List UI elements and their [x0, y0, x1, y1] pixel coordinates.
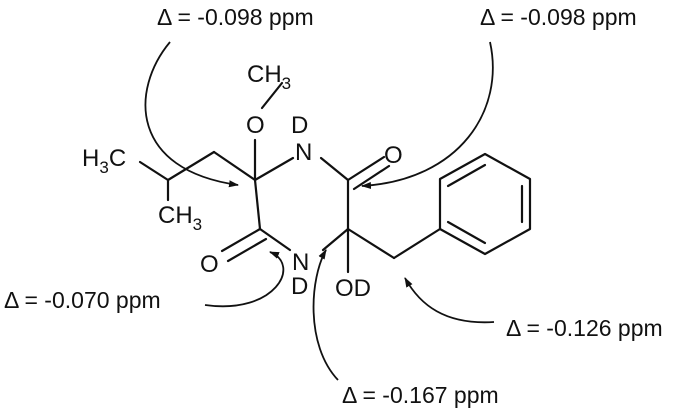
arrow-to-carbonyl-right	[361, 41, 494, 189]
annotation-left: Δ = -0.070 ppm	[4, 287, 161, 313]
atom-d-top: D	[291, 112, 308, 139]
arrow-to-carbonyl-left	[204, 251, 285, 308]
arrow-to-benzylic-ch2	[404, 277, 495, 324]
annotation-top-left: Δ = -0.098 ppm	[157, 4, 314, 30]
atom-h3c-left: H3C	[82, 145, 126, 177]
atom-o-carbonyl-left: O	[200, 251, 219, 278]
bond-lines	[138, 81, 532, 274]
atom-o-carbonyl-right: O	[384, 142, 403, 169]
arrow-to-c-quaternary-left	[144, 41, 239, 188]
annotation-bottom: Δ = -0.167 ppm	[342, 382, 499, 408]
atom-n-top: N	[295, 139, 312, 166]
arrow-to-c-quaternary-right	[312, 249, 339, 381]
atom-d-bottom: D	[291, 273, 308, 300]
atom-od: OD	[335, 275, 371, 302]
atom-ch3-lower: CH3	[158, 202, 202, 234]
annotation-top-right: Δ = -0.098 ppm	[480, 4, 637, 30]
annotation-bottom-right: Δ = -0.126 ppm	[506, 315, 663, 341]
atom-ch3-top: CH3	[247, 61, 291, 93]
atom-o-methoxy: O	[246, 112, 265, 139]
atom-n-bottom: N	[292, 249, 309, 276]
